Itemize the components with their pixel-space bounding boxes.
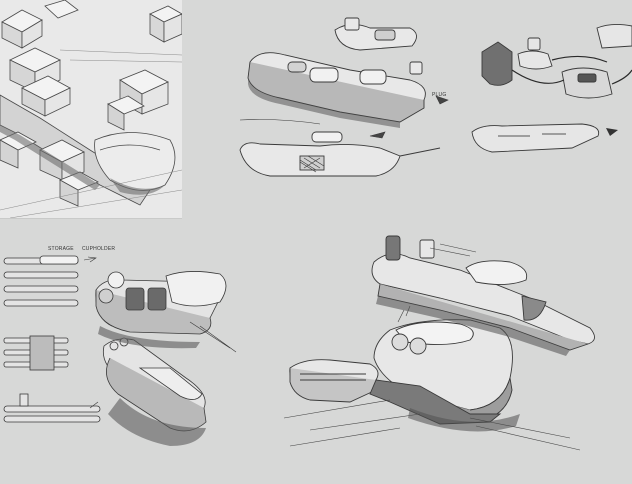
sketch-panel-exploded-blocks	[0, 0, 182, 218]
console-views-drawing	[239, 17, 449, 177]
storage-studies-drawing	[3, 255, 237, 446]
note-storage: STORAGE	[48, 246, 74, 252]
sketch-panel-perspective-console	[270, 218, 632, 484]
note-plug: PLUG	[432, 92, 447, 98]
perspective-console-drawing	[283, 235, 595, 451]
exploded-blocks-drawing	[0, 0, 182, 218]
sketch-panel-cable-concept	[462, 0, 632, 200]
cable-concept-drawing	[471, 23, 632, 153]
sketch-panel-storage-studies: STORAGE CUPHOLDER	[0, 218, 270, 484]
note-cupholder: CUPHOLDER	[82, 246, 116, 252]
panel-divider	[0, 218, 182, 219]
sketch-panel-console-views: PLUG	[200, 0, 460, 200]
